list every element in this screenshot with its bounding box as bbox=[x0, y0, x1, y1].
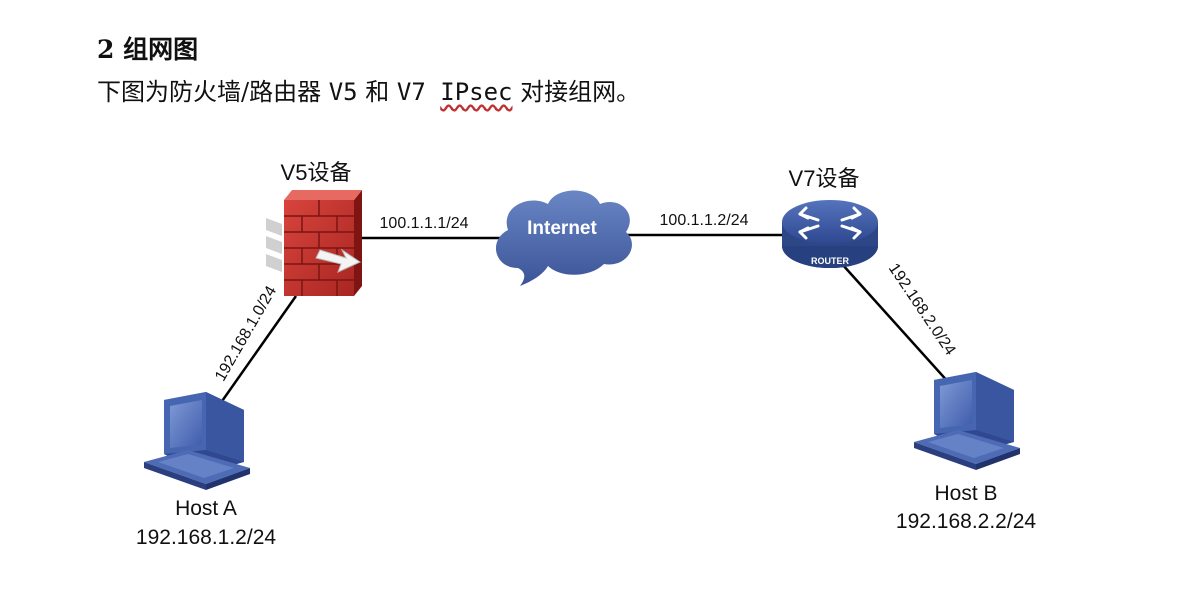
intro-v5: V5 bbox=[328, 78, 358, 106]
router-icon: ROUTER bbox=[782, 200, 878, 268]
intro-text-1: 下图为防火墙/路由器 bbox=[97, 78, 329, 106]
v5-device-label: V5设备 bbox=[281, 160, 352, 185]
host-b-pc-icon bbox=[914, 372, 1020, 470]
intro-v7: V7 bbox=[396, 78, 426, 106]
host-a-name: Host A bbox=[175, 497, 237, 520]
link-label-internet-v7: 100.1.1.2/24 bbox=[660, 212, 749, 229]
host-a-ip: 192.168.1.2/24 bbox=[136, 526, 276, 549]
link-v7-hostB bbox=[841, 263, 951, 385]
intro-ipsec: IPsec bbox=[440, 78, 513, 106]
router-badge: ROUTER bbox=[811, 256, 850, 266]
internet-label: Internet bbox=[527, 218, 597, 239]
v7-device-label: V7设备 bbox=[789, 166, 860, 191]
host-b-name: Host B bbox=[934, 482, 997, 505]
host-a-pc-icon bbox=[144, 392, 250, 490]
section-heading: 2 组网图 bbox=[97, 35, 199, 64]
intro-paragraph: 下图为防火墙/路由器 V5 和 V7 IPsec 对接组网。 bbox=[97, 72, 640, 107]
internet-cloud-icon bbox=[495, 190, 632, 286]
link-label-v5-internet: 100.1.1.1/24 bbox=[380, 215, 469, 232]
link-label-v7-hostB: 192.168.2.0/24 bbox=[885, 260, 959, 358]
intro-text-3: 对接组网。 bbox=[512, 78, 641, 106]
link-v5-hostA bbox=[218, 295, 298, 405]
intro-text-2: 和 bbox=[357, 78, 397, 106]
host-b-ip: 192.168.2.2/24 bbox=[896, 510, 1036, 533]
firewall-icon bbox=[266, 190, 362, 296]
